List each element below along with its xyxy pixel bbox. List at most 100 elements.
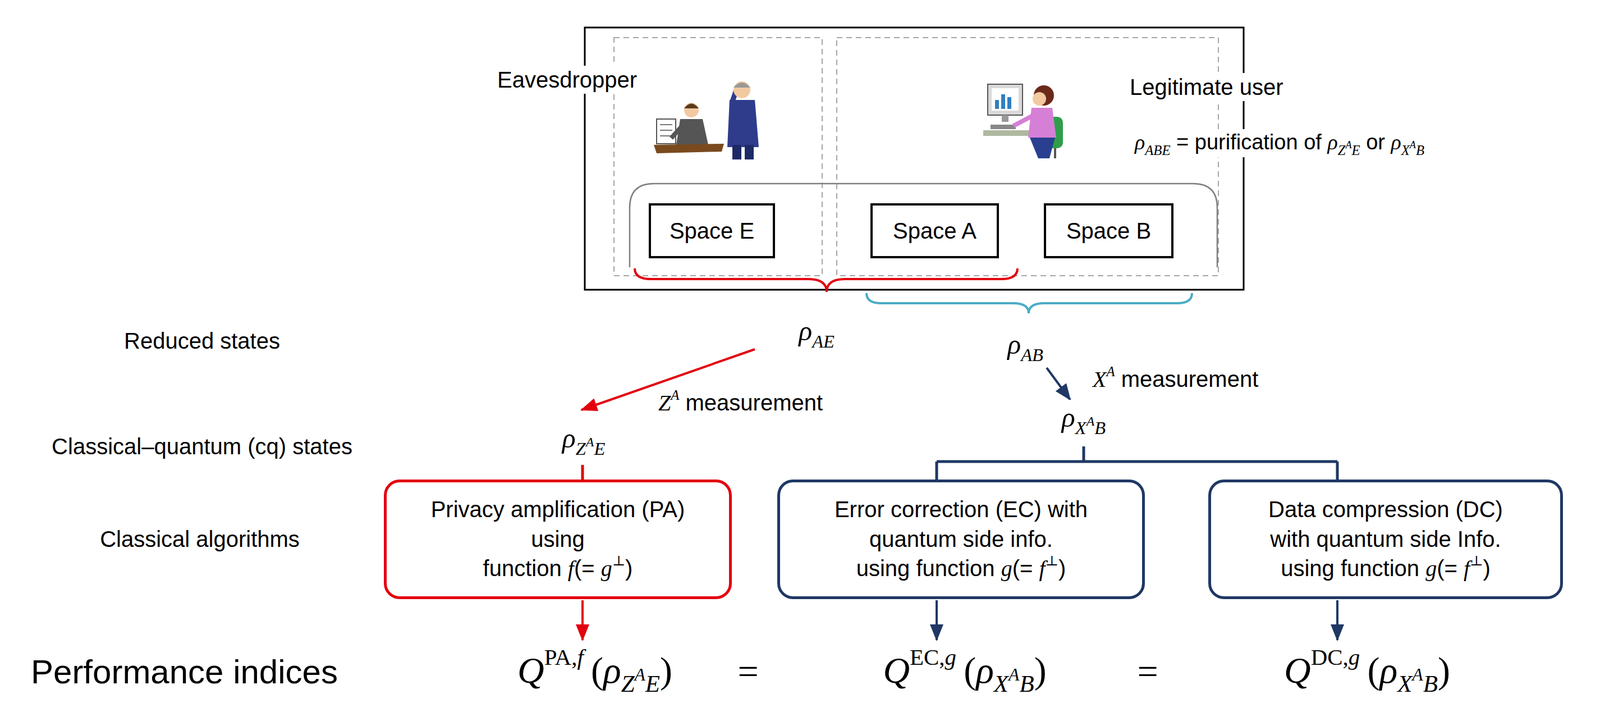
math-index: ⊥ [612, 552, 626, 568]
text-run: ( [1367, 649, 1380, 691]
row-label: Reduced states [121, 326, 283, 355]
math-index: B [1094, 417, 1106, 438]
text-run: quantum side info. [869, 526, 1053, 552]
node-text: Space E [669, 216, 755, 246]
math-index: AB [1020, 344, 1044, 365]
eavesdropper-region [613, 37, 823, 276]
row-label: Performance indices [28, 650, 341, 693]
math-index: A [585, 434, 595, 449]
text-run: ρ [1391, 130, 1402, 154]
math-index: Z [1337, 141, 1346, 158]
node-text: Space B [1066, 216, 1152, 246]
text-run: ) [1058, 555, 1066, 581]
text-run: ) [625, 555, 633, 581]
split-tree [936, 446, 1338, 480]
math-index: A [1409, 139, 1416, 151]
math-index: ⊥ [1469, 552, 1483, 568]
math-index: X [1401, 141, 1410, 158]
math-index: ABE [1144, 141, 1171, 158]
math-index: f [576, 644, 584, 670]
math-index: AE [812, 331, 835, 352]
algorithm-box: Error correction (EC) with quantum side … [777, 479, 1145, 599]
text-run: = [737, 650, 759, 692]
text-run: ρ [798, 314, 813, 347]
index-formula: QEC,g(ρXAB) [880, 645, 1049, 696]
state-label: ρZAE [560, 420, 608, 458]
ec-output-arrow [935, 599, 938, 640]
text-run: or [1360, 130, 1392, 154]
text-run: using [530, 526, 585, 552]
node-text: Data compression (DC) with quantum side … [1268, 494, 1503, 584]
math-index: A [1345, 139, 1352, 151]
text-run: ( [590, 649, 604, 691]
text-run: (= [1436, 555, 1464, 581]
text-run: Q [1284, 649, 1311, 691]
text-run: ) [1437, 649, 1451, 691]
math-index: EC, [909, 644, 946, 670]
x-measurement-arrow [1046, 367, 1071, 400]
algorithm-box: Privacy amplification (PA) using functio… [383, 479, 732, 599]
math-index: A [670, 387, 680, 403]
text-run: function [483, 555, 568, 581]
math-index: g [945, 644, 957, 670]
text-run: (= [1012, 555, 1040, 581]
math-index: g [1348, 644, 1360, 670]
role-label: Legitimate user [1127, 72, 1286, 102]
text-run: Error correction (EC) with [834, 496, 1088, 522]
text-run: with quantum side Info. [1270, 526, 1501, 552]
ae-brace [634, 268, 1018, 292]
text-run: Legitimate user [1129, 74, 1283, 100]
text-run: ρ [1061, 401, 1076, 433]
state-label: ρAB [1005, 326, 1046, 364]
eavesdropper-figure [653, 81, 759, 160]
math-index: Z [575, 438, 586, 459]
state-note: ρABE = purification of ρZAE or ρXAB [1132, 129, 1427, 158]
text-run: f [567, 555, 575, 581]
math-index: Z [621, 670, 635, 698]
math-index: X [1075, 417, 1087, 438]
state-label: ρXAB [1059, 399, 1108, 437]
math-index: A [1411, 665, 1423, 685]
text-run: Classical algorithms [99, 526, 300, 552]
math-index: B [1423, 670, 1438, 698]
text-run: Privacy amplification (PA) [431, 496, 686, 522]
state-label: ρAE [796, 313, 837, 351]
measurement-label: XA measurement [1090, 364, 1261, 394]
math-index: A [634, 665, 645, 685]
text-run: Z [658, 390, 671, 416]
text-run: = purification of [1170, 130, 1328, 154]
text-run: measurement [1115, 367, 1259, 392]
node-text: Space A [892, 216, 977, 246]
text-run: Data compression (DC) [1268, 496, 1503, 522]
text-run: ρ [603, 649, 622, 691]
math-index: ⊥ [1045, 552, 1059, 568]
space-box: Space A [870, 203, 999, 259]
text-run: ρ [1379, 649, 1398, 691]
role-label: Eavesdropper [494, 65, 640, 94]
ab-brace [866, 292, 1193, 314]
text-run: measurement [679, 390, 823, 416]
math-index: A [1086, 413, 1095, 429]
text-run: f [1038, 555, 1045, 581]
algorithm-box: Data compression (DC) with quantum side … [1208, 479, 1563, 599]
text-run: ρ [975, 649, 994, 691]
text-run: ) [1482, 555, 1491, 581]
text-run: Q [882, 649, 910, 691]
system-frame [584, 27, 1244, 290]
text-run: Space A [892, 218, 977, 244]
space-box: Space E [648, 203, 776, 259]
text-run: Reduced states [124, 328, 281, 353]
text-run: g [1001, 555, 1013, 581]
text-run: ρ [1327, 130, 1338, 154]
math-index: X [993, 670, 1009, 698]
text-run: ρ [1007, 328, 1021, 360]
math-index: X [1397, 670, 1412, 698]
math-index: A [1106, 363, 1115, 379]
text-run: ( [963, 649, 976, 691]
user-figure [983, 84, 1063, 159]
text-run: ρ [562, 422, 576, 454]
text-run: using function [856, 555, 1002, 581]
text-run: f [1463, 555, 1470, 581]
pa-output-arrow [581, 599, 584, 640]
math-index: E [593, 438, 605, 459]
